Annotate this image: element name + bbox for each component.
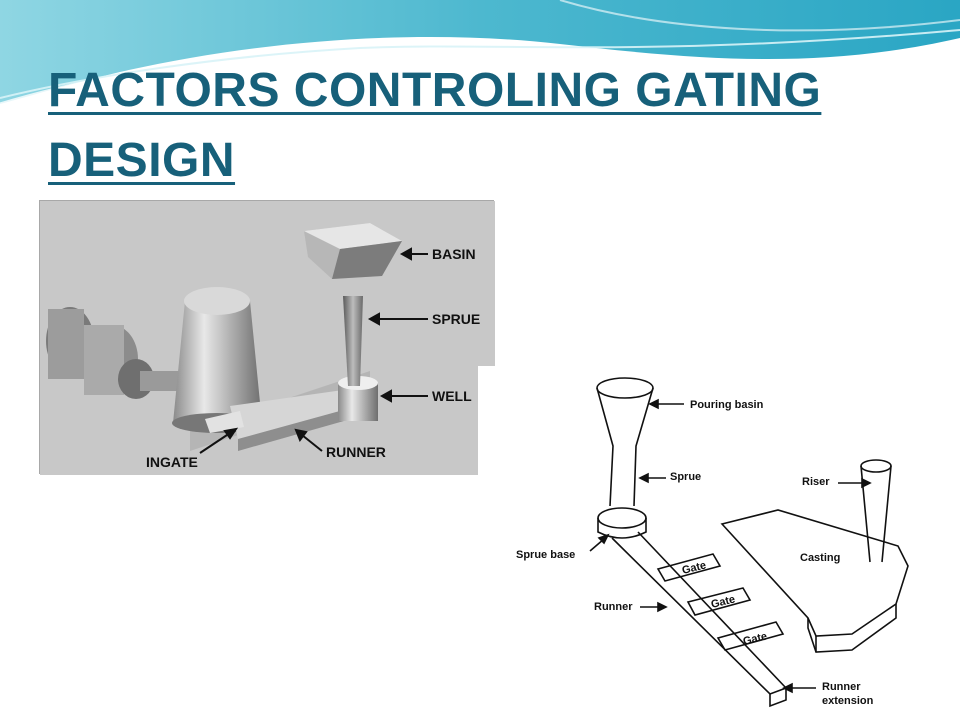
title-line-2: DESIGN [48,134,236,187]
label-runner: RUNNER [326,444,386,460]
label-ingate: INGATE [146,454,198,470]
label-runner-extension-1: Runner [822,681,861,693]
label-pouring-basin: Pouring basin [690,399,764,411]
gating-line-drawing: Pouring basin Sprue Riser Sprue base Cas… [516,377,909,708]
label-gate-2: Gate [710,593,737,611]
label-runner-line: Runner [594,601,633,613]
gating-3d-drawing: BASIN SPRUE WELL RUNNER INGATE [40,201,495,475]
label-sprue-line: Sprue [670,471,701,483]
label-basin: BASIN [432,246,476,262]
slide-title: FACTORS CONTROLING GATING DESIGN [48,56,908,196]
gating-system-3d-diagram: BASIN SPRUE WELL RUNNER INGATE [39,200,495,475]
header-wave-decoration [0,0,960,106]
label-runner-extension-2: extension [822,695,874,707]
gating-system-line-diagram: Pouring basin Sprue Riser Sprue base Cas… [478,366,928,720]
label-riser: Riser [802,476,830,488]
label-gate-1: Gate [681,559,708,577]
label-sprue-base: Sprue base [516,549,575,561]
label-casting: Casting [800,552,840,564]
label-gate-3: Gate [742,630,769,648]
title-line-1: FACTORS CONTROLING GATING [48,64,822,117]
label-well: WELL [432,388,472,404]
label-sprue: SPRUE [432,311,480,327]
